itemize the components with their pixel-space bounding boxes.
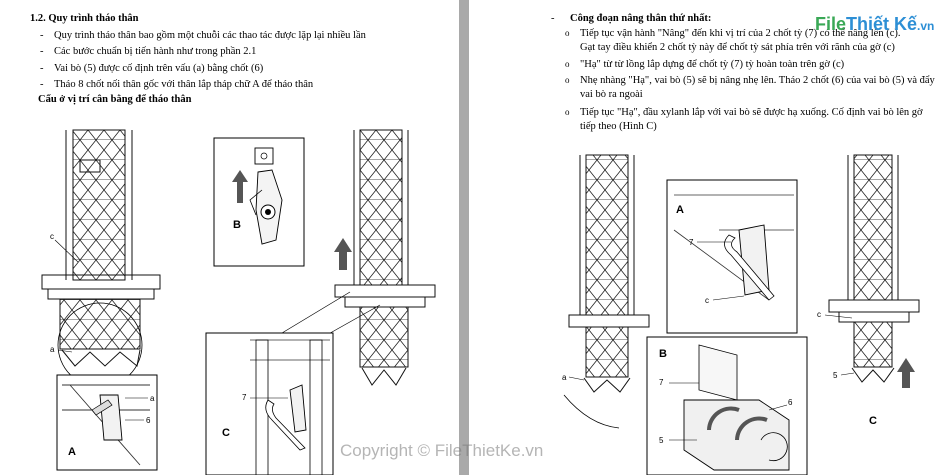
- bullet-dash: -: [40, 46, 44, 57]
- crane-figure-left: c a a 6 A B: [41, 129, 436, 475]
- list-item-line: tiếp theo (Hình C): [580, 121, 657, 132]
- label-detail-A: A: [68, 446, 76, 458]
- svg-text:7: 7: [242, 393, 247, 402]
- tower-mast-right: [334, 129, 436, 386]
- svg-text:6: 6: [788, 398, 793, 407]
- bullet-circle: o: [565, 75, 570, 85]
- subheading: Cẩu ở vị trí cân bằng để tháo thân: [38, 94, 192, 105]
- list-item-line: Gạt tay điều khiển 2 chốt tỳ này để chốt…: [580, 42, 895, 53]
- label-c: c: [50, 232, 54, 241]
- list-item: Các bước chuẩn bị tiến hành như trong ph…: [54, 46, 257, 57]
- svg-text:a: a: [150, 394, 155, 403]
- svg-text:7: 7: [659, 378, 664, 387]
- bullet-circle: o: [565, 59, 570, 69]
- filethietke-logo: FileThiết Kế.vn: [815, 14, 935, 34]
- up-arrow-icon: [334, 238, 352, 270]
- bullet-dash: -: [40, 63, 44, 74]
- list-item: Tháo 8 chốt nối thân gốc với thân lắp th…: [54, 79, 314, 90]
- section-heading: 1.2. Quy trình tháo thân: [30, 13, 139, 24]
- detail-a-box-2: 7 c A: [666, 179, 798, 334]
- svg-text:5: 5: [659, 436, 664, 445]
- tower-mast-a: [568, 154, 650, 393]
- list-item-line: Tiếp tục vận hành "Nâng" đến khi vị trí …: [580, 28, 901, 39]
- list-item-line: vai bò ra ngoài: [580, 89, 643, 100]
- bullet-dash: -: [40, 30, 44, 41]
- up-arrow-icon: [897, 358, 915, 388]
- document-page-left: 1.2. Quy trình tháo thân - Quy trình thá…: [0, 0, 459, 475]
- svg-text:a: a: [562, 373, 567, 382]
- label-detail-B: B: [233, 219, 241, 231]
- svg-text:7: 7: [689, 238, 694, 247]
- svg-text:5: 5: [833, 371, 838, 380]
- tower-mast-left: [41, 129, 161, 367]
- detail-b-box-2: 7 5 6 B: [646, 336, 808, 475]
- tower-mast-c: [828, 154, 920, 383]
- list-item-line: Tiếp tục "Hạ", đầu xylanh lắp với vai bò…: [580, 107, 923, 118]
- bullet-dash: -: [40, 79, 44, 90]
- list-item-line: Nhẹ nhàng "Hạ", vai bò (5) sẽ bị nâng nh…: [580, 75, 935, 86]
- label-a: a: [50, 345, 55, 354]
- label-detail-C: C: [869, 415, 877, 427]
- label-detail-C: C: [222, 427, 230, 439]
- document-page-right: - Công đoạn nâng thân thứ nhất: o Tiếp t…: [469, 0, 950, 475]
- detail-a-box: a 6 A: [56, 374, 158, 471]
- copyright-watermark: Copyright © FileThietKe.vn: [340, 441, 544, 460]
- crane-figure-right: a 7 c A 7 5 6 B: [562, 154, 920, 475]
- bullet-circle: o: [565, 107, 570, 117]
- svg-text:c: c: [705, 296, 709, 305]
- list-item: Quy trình tháo thân bao gồm một chuỗi cá…: [54, 30, 366, 41]
- label-detail-B: B: [659, 348, 667, 360]
- list-item: Vai bò (5) được cố định trên vấu (a) bằn…: [54, 63, 264, 74]
- detail-b-box: B: [213, 137, 305, 267]
- svg-text:c: c: [817, 310, 821, 319]
- stage-title: Công đoạn nâng thân thứ nhất:: [570, 13, 712, 24]
- label-detail-A: A: [676, 204, 684, 216]
- svg-text:6: 6: [146, 416, 151, 425]
- detail-c-box: 7 C: [205, 332, 334, 475]
- bullet-dash: -: [551, 13, 555, 24]
- list-item-line: "Hạ" từ từ lồng lắp dựng để chốt tỳ (7) …: [580, 59, 845, 70]
- bullet-circle: o: [565, 28, 570, 38]
